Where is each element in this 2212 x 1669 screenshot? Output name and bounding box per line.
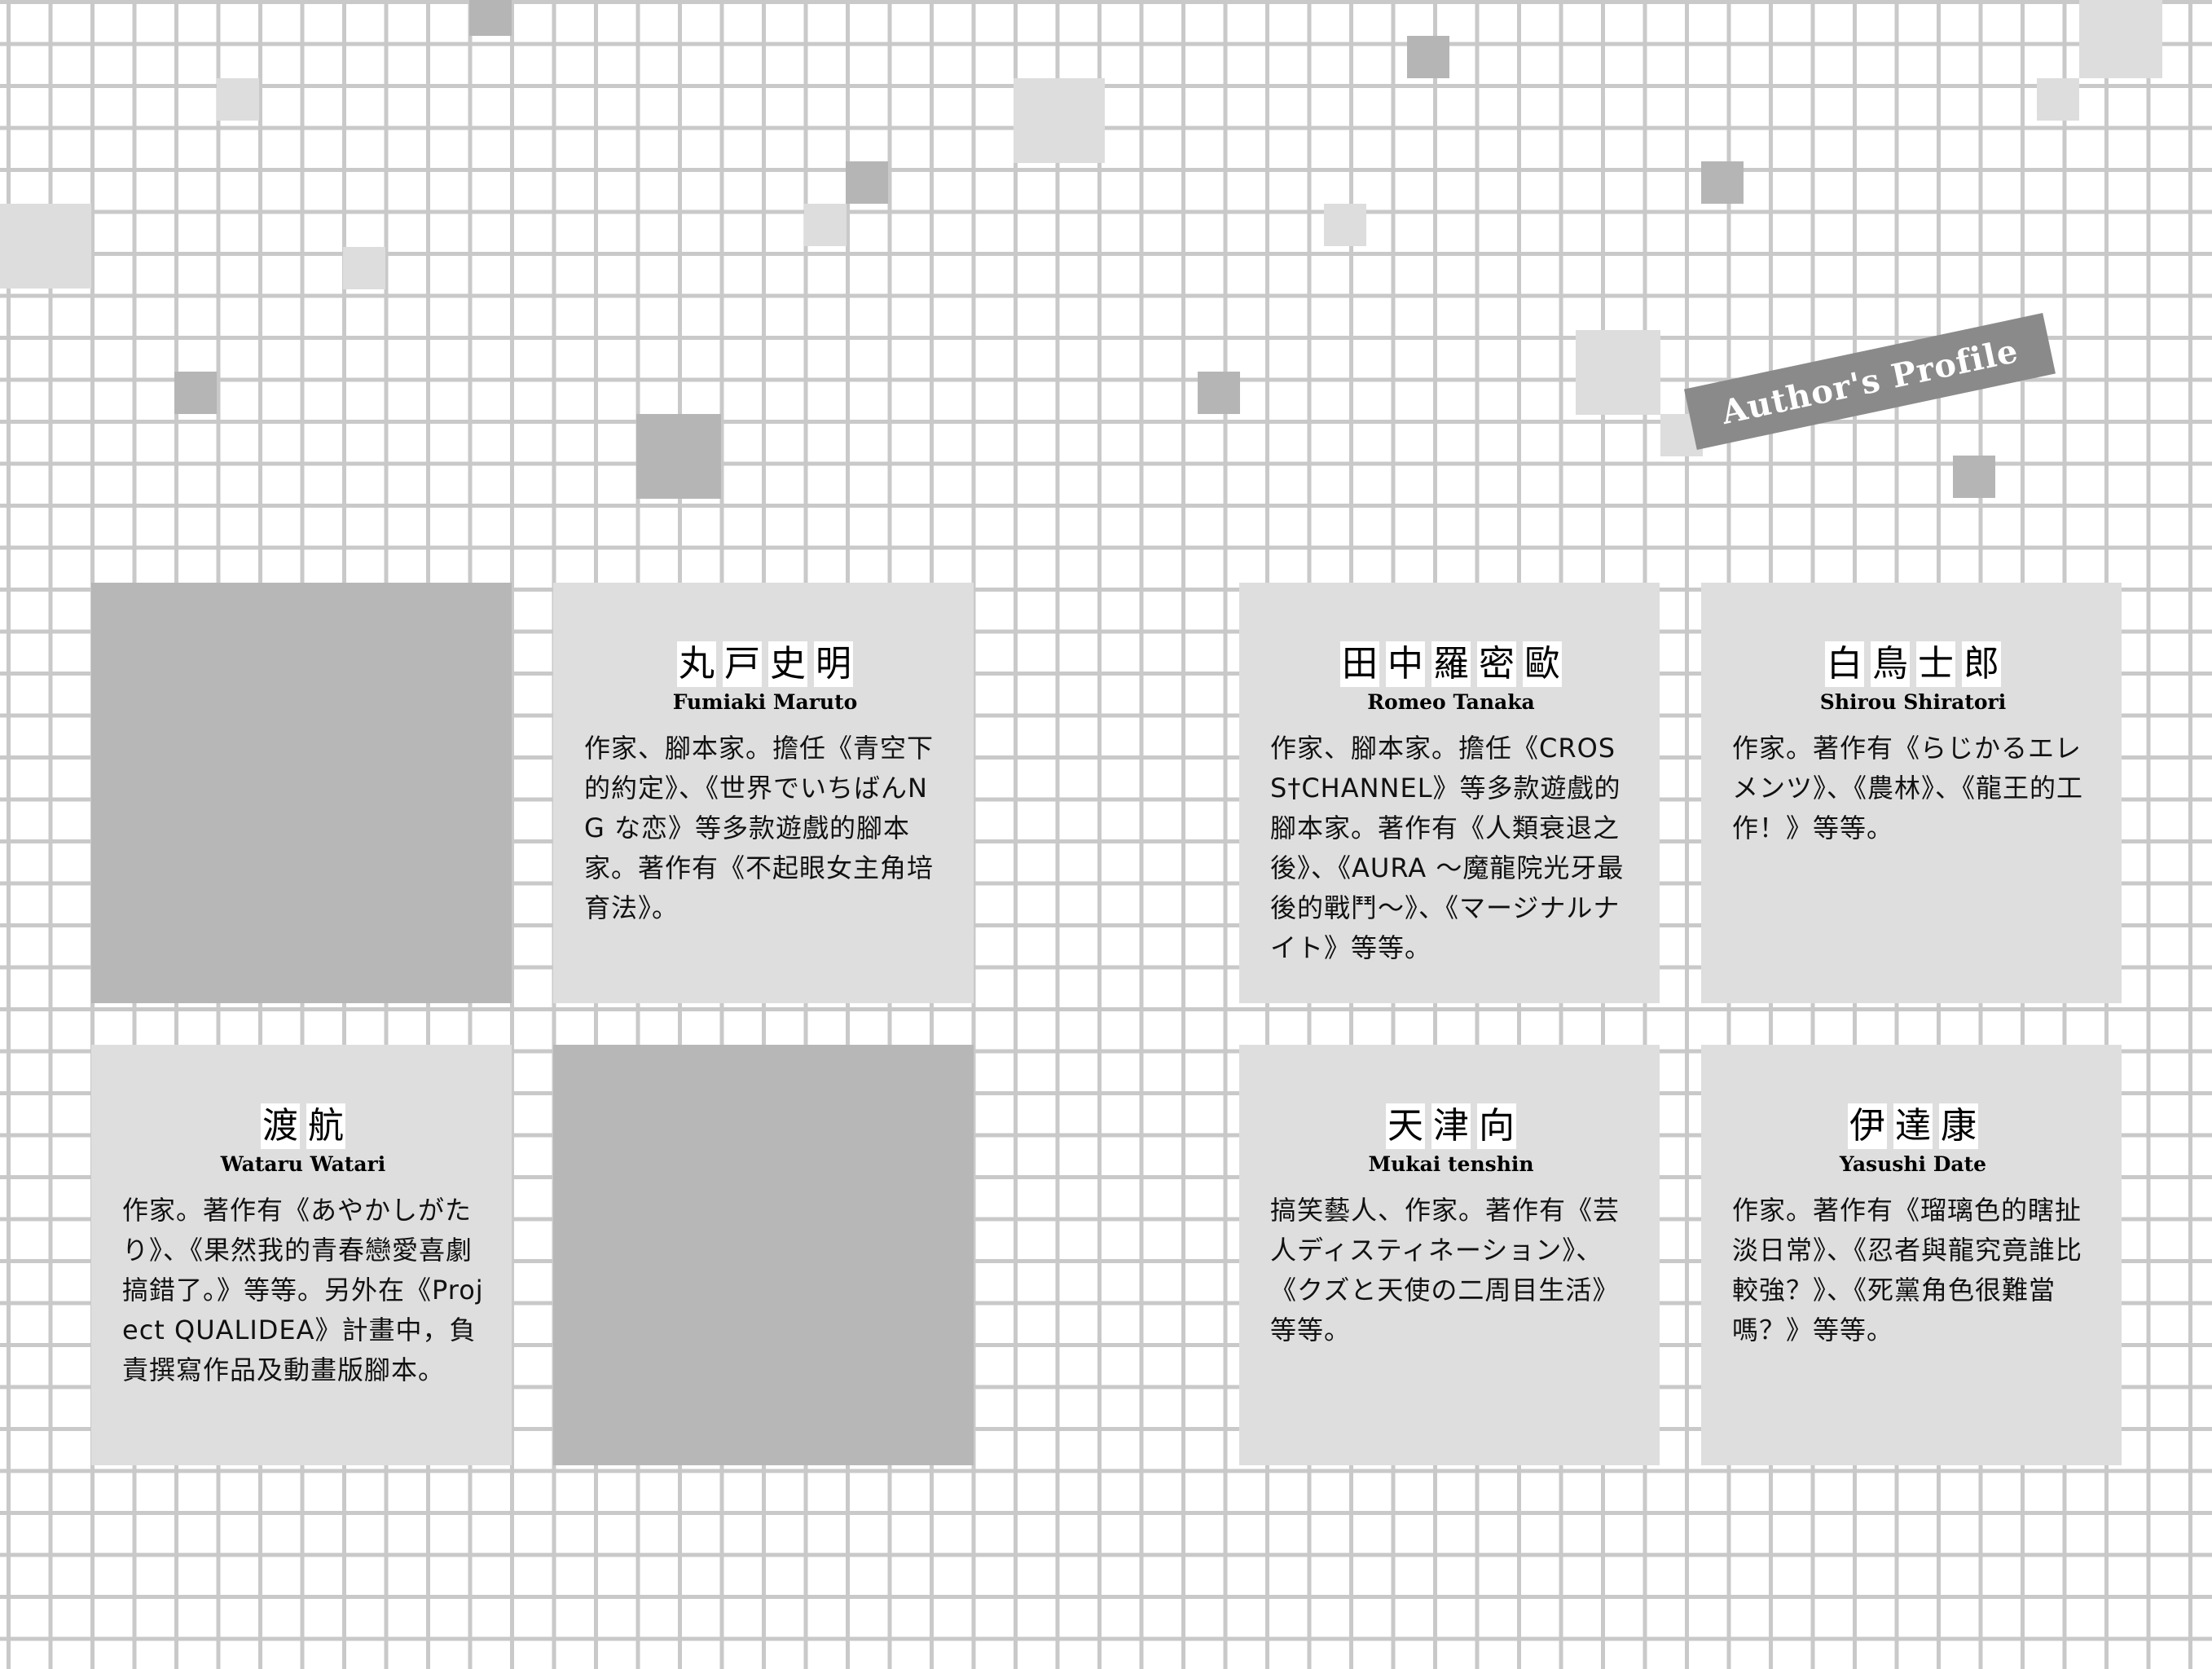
author-bio: 作家、腳本家。擔任《青空下的約定》、《世界でいちばんNG な恋》等多款遊戲的腳本… [584, 733, 934, 923]
author-name-en: Yasushi Date [1839, 1152, 1987, 1176]
author-photo-placeholder [553, 1045, 974, 1465]
badge-label: Author's Profile [1717, 331, 2022, 432]
author-bio: 作家。著作有《あやかしがたり》、《果然我的青春戀愛喜劇搞錯了。》等等。另外在《P… [122, 1195, 484, 1385]
author-bio: 搞笑藝人、作家。著作有《芸人ディスティネーション》、《クズと天使の二周目生活》等… [1270, 1195, 1621, 1345]
authors-profile-badge: Author's Profile [1684, 313, 2056, 450]
author-name-cn: 伊 達 康 [1732, 1103, 2094, 1149]
author-name-cn: 天 津 向 [1270, 1103, 1632, 1149]
author-name-en: Wataru Watari [220, 1152, 386, 1176]
author-name-en: Shirou Shiratori [1819, 690, 2007, 714]
author-name-en: Fumiaki Maruto [672, 690, 858, 714]
author-card-shiratori: 白 鳥 士 郎 Shirou Shiratori 作家。著作有《らじかるエレメン… [1701, 583, 2122, 1003]
author-name-cn: 渡 航 [122, 1103, 484, 1149]
author-card-watari: 渡 航 Wataru Watari 作家。著作有《あやかしがたり》、《果然我的青… [91, 1045, 512, 1465]
author-bio: 作家。著作有《らじかるエレメンツ》、《農林》、《龍王的工作！》等等。 [1732, 733, 2084, 843]
author-name-cn: 丸 戸 史 明 [584, 641, 946, 687]
author-bio: 作家。著作有《瑠璃色的瞎扯淡日常》、《忍者與龍究竟誰比較強？》、《死黨角色很難當… [1732, 1195, 2083, 1345]
author-photo-placeholder [91, 583, 512, 1003]
author-card-tenshin: 天 津 向 Mukai tenshin 搞笑藝人、作家。著作有《芸人ディスティネ… [1239, 1045, 1660, 1465]
author-name-en: Mukai tenshin [1368, 1152, 1534, 1176]
author-name-cn: 田 中 羅 密 歐 [1270, 641, 1632, 687]
author-name-cn: 白 鳥 士 郎 [1732, 641, 2094, 687]
author-card-date: 伊 達 康 Yasushi Date 作家。著作有《瑠璃色的瞎扯淡日常》、《忍者… [1701, 1045, 2122, 1465]
author-bio: 作家、腳本家。擔任《CROSS†CHANNEL》等多款遊戲的腳本家。著作有《人類… [1270, 733, 1625, 963]
author-card-maruto: 丸 戸 史 明 Fumiaki Maruto 作家、腳本家。擔任《青空下的約定》… [553, 583, 974, 1003]
author-card-tanaka: 田 中 羅 密 歐 Romeo Tanaka 作家、腳本家。擔任《CROSS†C… [1239, 583, 1660, 1003]
author-name-en: Romeo Tanaka [1367, 690, 1535, 714]
